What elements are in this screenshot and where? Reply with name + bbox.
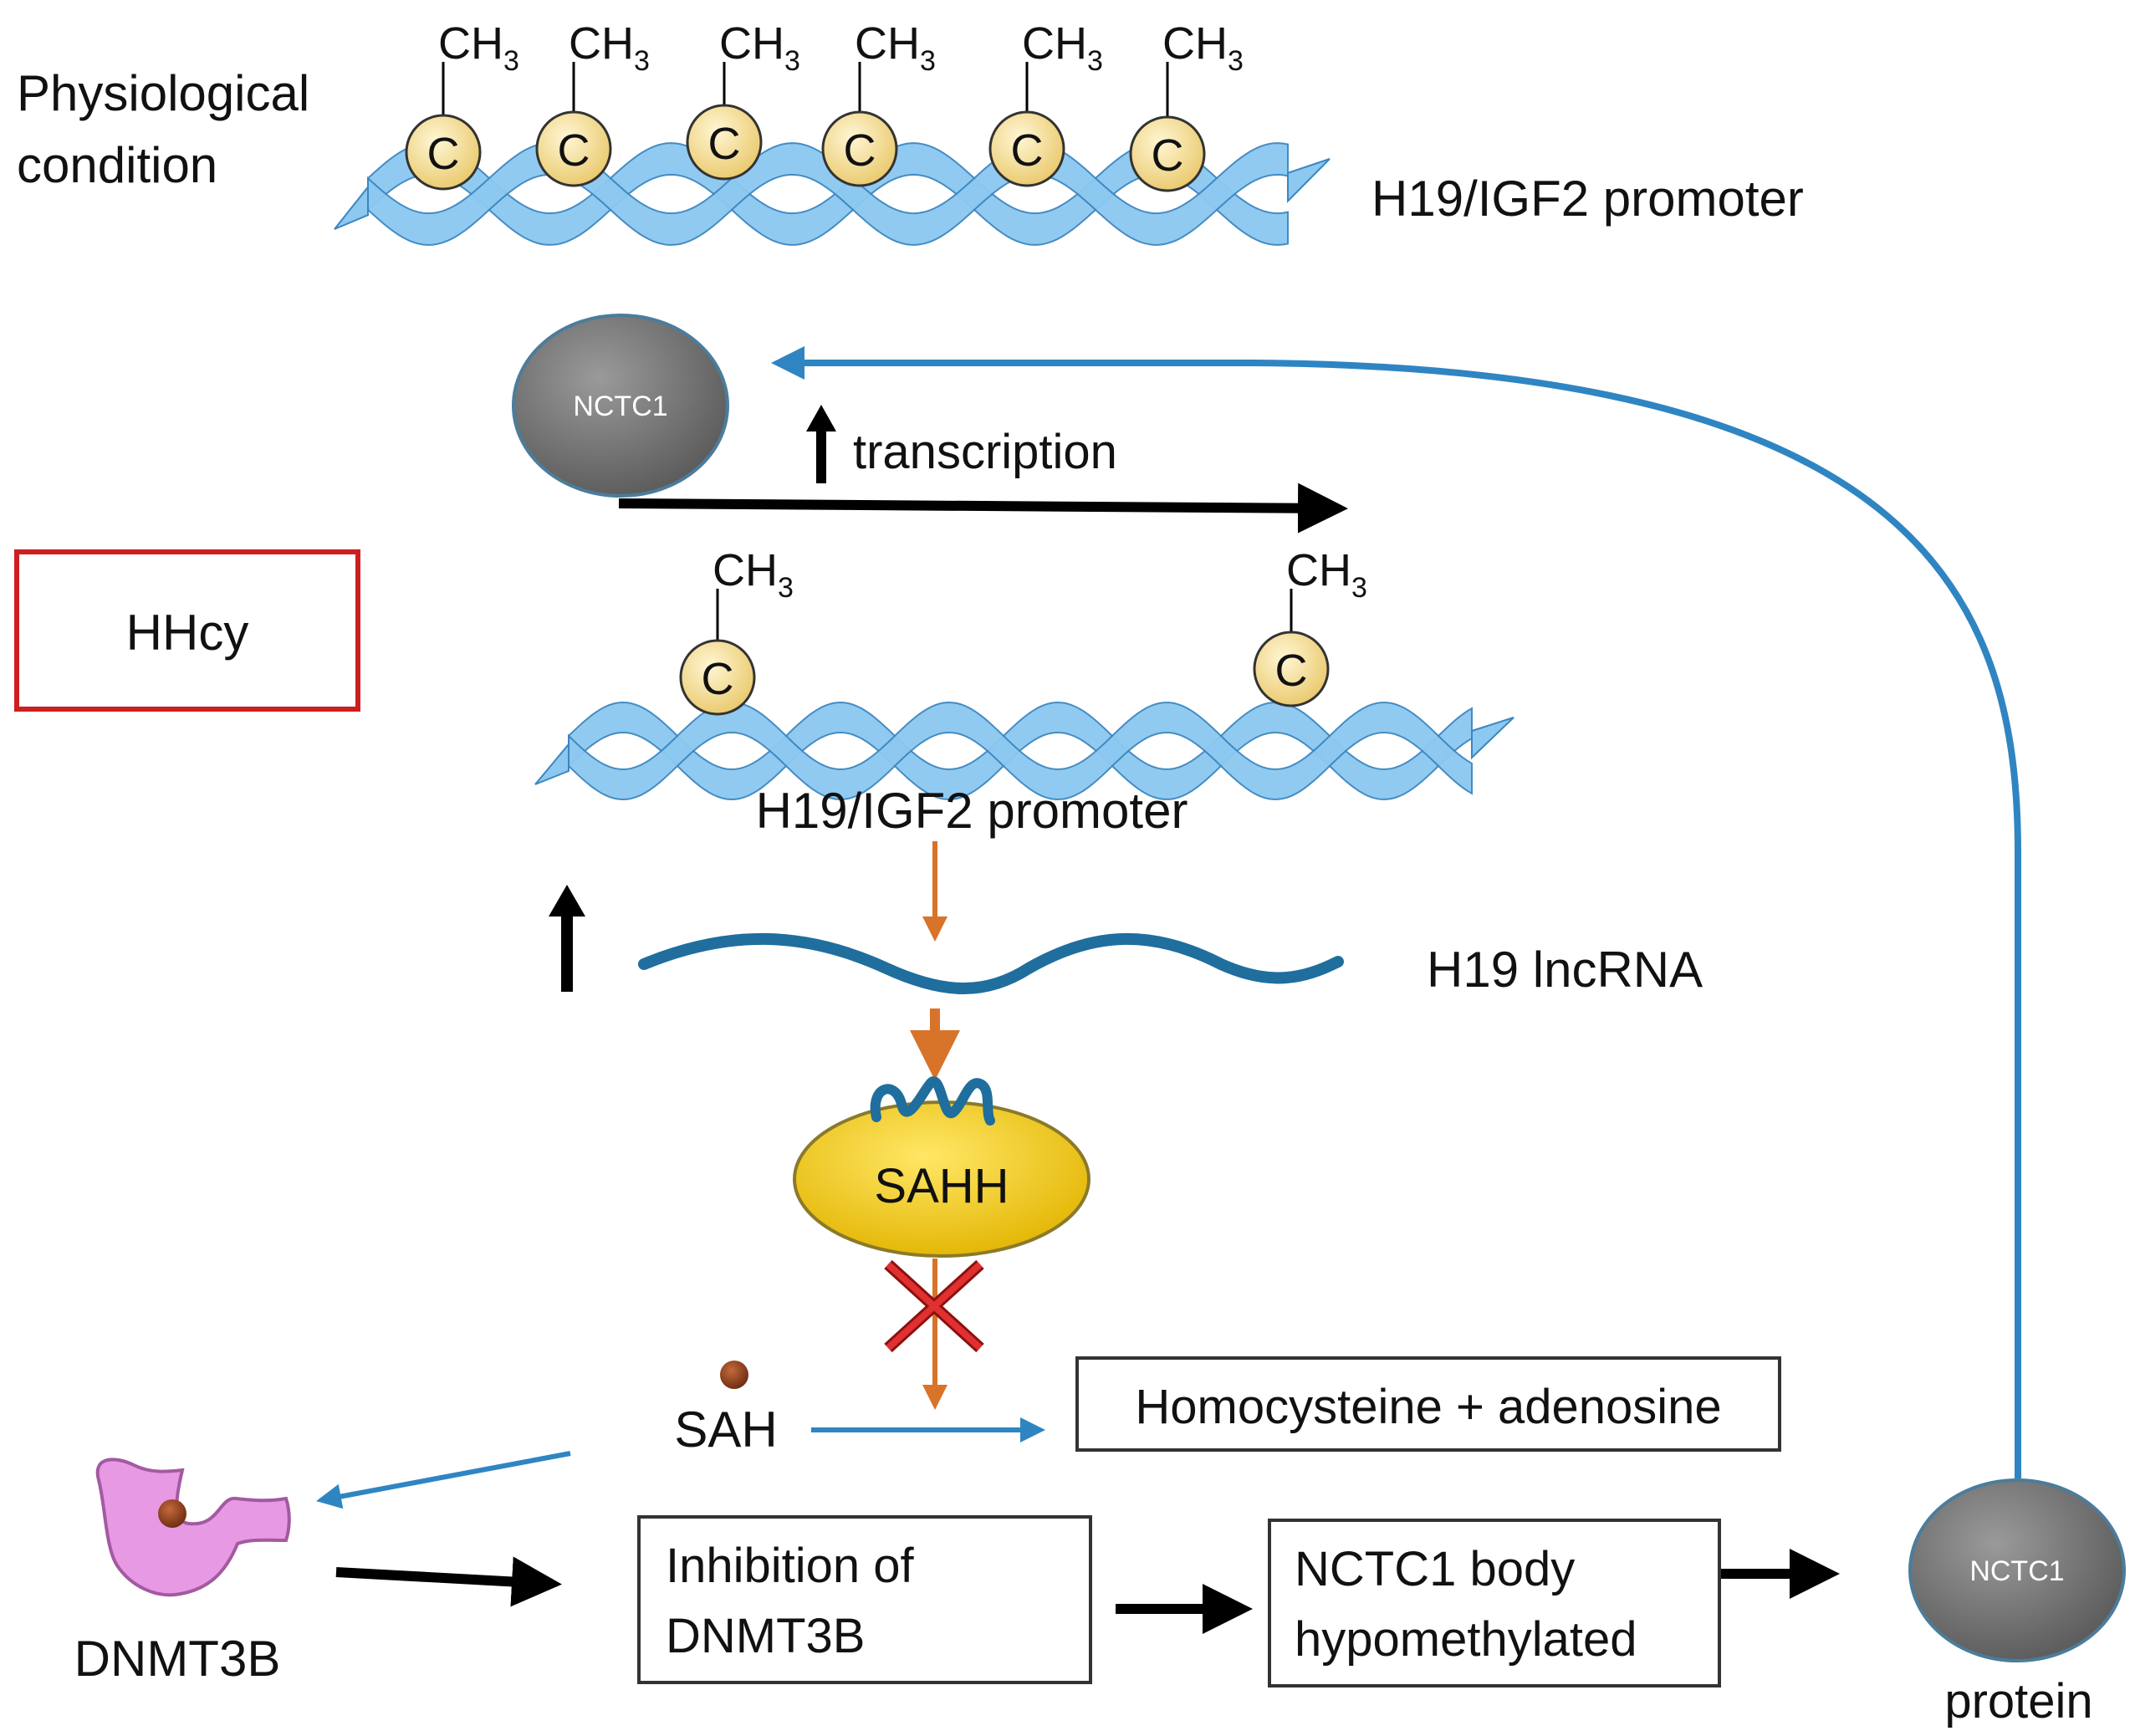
protein-label: protein [1944, 1674, 2092, 1728]
nctc1-protein-bottom: NCTC1 [1908, 1478, 2126, 1662]
promoter-label-middle: H19/IGF2 promoter [756, 783, 1188, 839]
svg-text:C: C [844, 125, 876, 176]
sahh-enzyme: SAHH [793, 1076, 1090, 1258]
promoter-label-top: H19/IGF2 promoter [1371, 171, 1804, 227]
sah-label: SAH [674, 1402, 777, 1458]
svg-text:NCTC1 body: NCTC1 body [1295, 1542, 1575, 1596]
svg-text:C: C [1011, 125, 1044, 176]
svg-text:hypomethylated: hypomethylated [1295, 1612, 1637, 1667]
svg-text:CH3: CH3 [1286, 545, 1367, 604]
svg-text:DNMT3B: DNMT3B [666, 1609, 865, 1663]
svg-text:Inhibition of: Inhibition of [666, 1539, 915, 1593]
svg-text:HHcy: HHcy [126, 605, 249, 661]
nctc1-protein-top: NCTC1 [512, 314, 729, 498]
transcription-label: transcription [853, 425, 1117, 479]
sah-to-dnmt3b-arrow [316, 1451, 571, 1509]
hhcy-box: HHcy [14, 549, 360, 712]
svg-text:C: C [1152, 130, 1184, 181]
homocysteine-adenosine-box: Homocysteine + adenosine [1075, 1356, 1781, 1452]
physiological-condition-label: Physiological condition [17, 65, 309, 193]
svg-text:C: C [1275, 646, 1308, 696]
svg-text:Physiological: Physiological [17, 65, 309, 121]
svg-text:CH3: CH3 [1162, 18, 1244, 77]
transcription-arrow [618, 483, 1348, 534]
dnmt3b-label: DNMT3B [74, 1631, 281, 1687]
h19-lncrna-strand [638, 932, 1344, 994]
svg-text:SAHH: SAHH [874, 1159, 1009, 1213]
svg-text:CH3: CH3 [713, 545, 794, 604]
svg-text:NCTC1: NCTC1 [1969, 1555, 2064, 1587]
dnmt3b-enzyme-icon [95, 1458, 291, 1597]
upregulation-arrow [549, 885, 585, 992]
feedback-arrow [771, 346, 2021, 1478]
svg-text:C: C [702, 654, 734, 704]
svg-text:CH3: CH3 [569, 18, 650, 77]
transcription-up-arrow [806, 405, 836, 483]
blocked-x-icon [884, 1259, 984, 1353]
dna-helix-middle [534, 701, 1514, 801]
sah-molecule-icon [720, 1361, 748, 1389]
dnmt3b-to-inhibition-arrow [335, 1556, 562, 1607]
svg-text:C: C [558, 125, 590, 176]
svg-text:C: C [427, 129, 460, 179]
sah-bound-icon [158, 1499, 186, 1528]
h19-lncrna-label: H19 lncRNA [1427, 942, 1703, 998]
svg-text:C: C [708, 119, 741, 169]
svg-text:CH3: CH3 [719, 18, 800, 77]
svg-text:Homocysteine + adenosine: Homocysteine + adenosine [1135, 1380, 1721, 1434]
nctc1-hypomethylated-box: NCTC1 body hypomethylated [1268, 1519, 1721, 1687]
svg-text:CH3: CH3 [855, 18, 936, 77]
svg-text:CH3: CH3 [1022, 18, 1103, 77]
svg-text:NCTC1: NCTC1 [573, 391, 667, 422]
lncrna-bound-icon [870, 1076, 995, 1126]
inhibition-dnmt3b-box: Inhibition of DNMT3B [637, 1515, 1092, 1684]
svg-text:condition: condition [17, 137, 217, 193]
svg-text:CH3: CH3 [438, 18, 519, 77]
